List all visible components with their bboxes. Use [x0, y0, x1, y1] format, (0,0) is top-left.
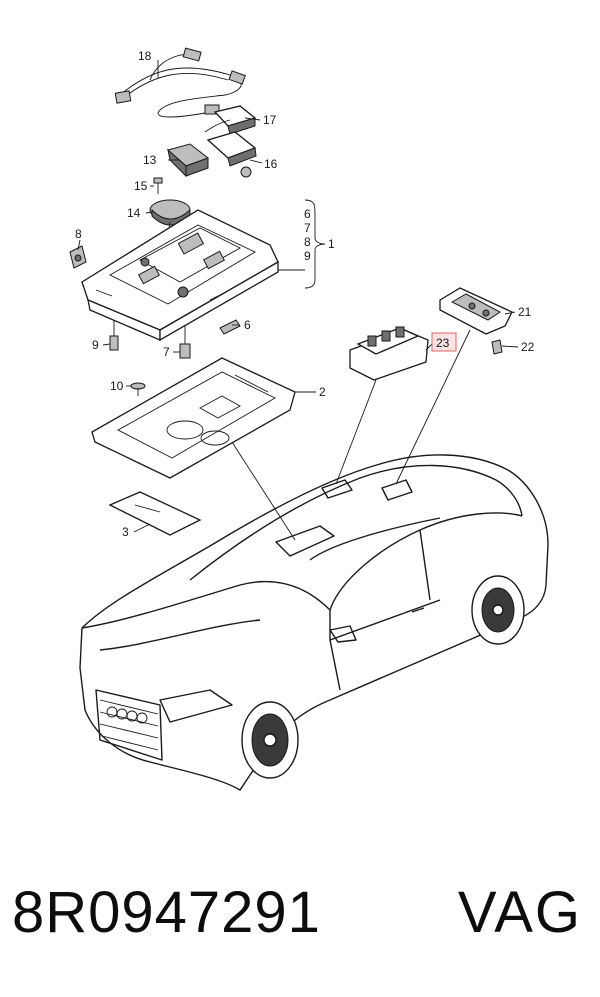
callout-label: 15	[134, 179, 148, 193]
callout-label: 14	[127, 206, 141, 220]
roof-console-part	[81, 209, 279, 342]
brand-label: VAG	[457, 880, 582, 945]
callout-labels: 18 17 13 16 15 14 8 6 7 8 9 1 6 9 7 21 2…	[75, 49, 535, 539]
bracket-part	[206, 131, 257, 178]
callout-label: 23	[436, 336, 450, 350]
callout-label: 9	[92, 338, 99, 352]
clip-part-7	[179, 326, 191, 359]
callout-label: 9	[304, 249, 311, 263]
callout-label: 3	[122, 525, 129, 539]
footer: 8R0947291 VAG	[0, 868, 600, 978]
callout-label: 16	[264, 157, 278, 171]
callout-label: 6	[244, 318, 251, 332]
callout-label: 8	[304, 235, 311, 249]
callout-label: 13	[143, 153, 157, 167]
part-number: 8R0947291	[12, 880, 321, 945]
callout-label: 22	[521, 340, 535, 354]
callout-label: 7	[304, 221, 311, 235]
screw-part-10	[130, 382, 146, 396]
callout-label: 17	[263, 113, 277, 127]
bulb-clip-part	[491, 339, 503, 355]
highlight-box	[431, 332, 457, 352]
callout-label: 1	[328, 237, 335, 251]
callout-label: 10	[110, 379, 124, 393]
headliner-trim-part	[91, 357, 296, 479]
callout-label: 18	[138, 49, 152, 63]
clip-part-9	[109, 320, 119, 351]
leader-lines	[77, 60, 519, 541]
interior-light-part	[349, 326, 429, 381]
wiring-harness-part	[114, 47, 246, 118]
pad-part	[108, 491, 202, 536]
rear-lamp-part	[439, 287, 513, 335]
parts-exploded-diagram: 18 17 13 16 15 14 8 6 7 8 9 1 6 9 7 21 2…	[69, 47, 549, 791]
car-outline	[79, 454, 549, 791]
callout-label: 6	[304, 207, 311, 221]
connector-part	[204, 105, 257, 135]
callout-label: 7	[163, 345, 170, 359]
callout-label: 8	[75, 227, 82, 241]
screw-part	[153, 177, 163, 194]
bulb-part	[219, 319, 241, 335]
callout-label: 21	[518, 305, 532, 319]
switch-module-part	[166, 143, 210, 178]
callout-label: 2	[319, 385, 326, 399]
